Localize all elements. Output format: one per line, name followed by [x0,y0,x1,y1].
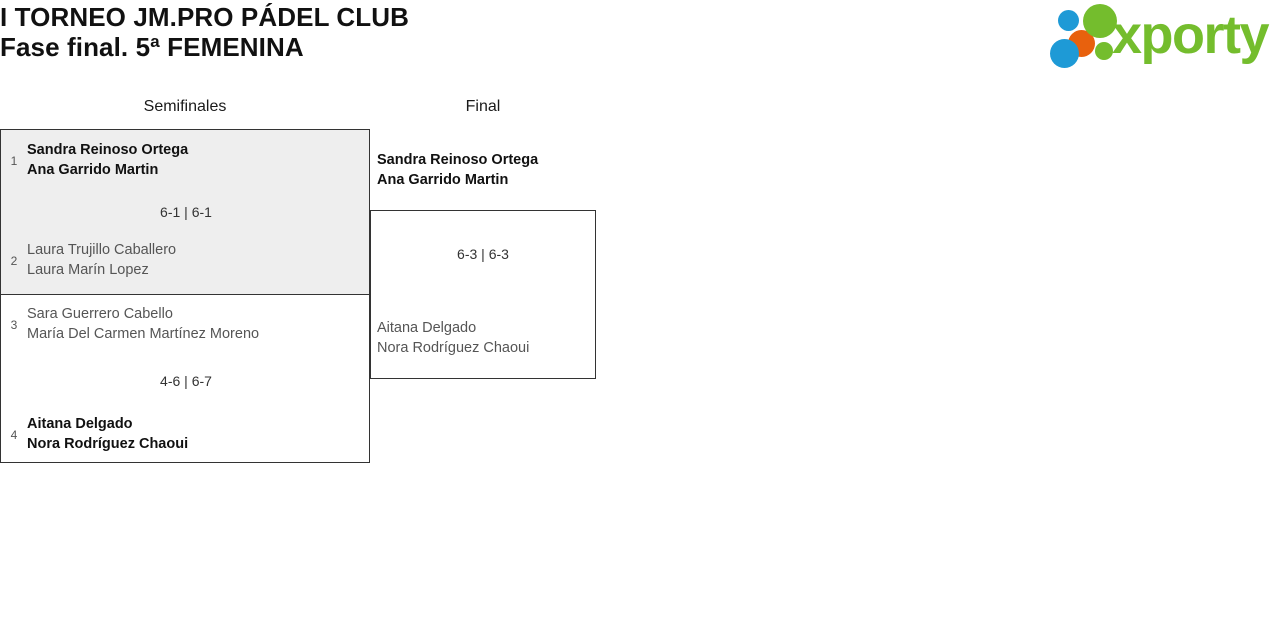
team-names: Sara Guerrero Cabello María Del Carmen M… [27,305,259,344]
logo-dots-icon [1048,4,1120,68]
team-names: Laura Trujillo Caballero Laura Marín Lop… [27,241,176,280]
match-score: 6-3 | 6-3 [457,246,509,262]
logo-dot-green-large-icon [1083,4,1117,38]
player-name: Ana Garrido Martin [27,161,159,178]
tournament-title: I TORNEO JM.PRO PÁDEL CLUB Fase final. 5… [0,2,409,62]
final-team-winner[interactable]: Sandra Reinoso Ortega Ana Garrido Martin [377,151,592,190]
match-semifinal-2[interactable]: 3 Sara Guerrero Cabello María Del Carmen… [0,294,370,463]
player-name: Sandra Reinoso Ortega [27,142,189,158]
player-name: Sandra Reinoso Ortega [377,152,539,168]
page-header: I TORNEO JM.PRO PÁDEL CLUB Fase final. 5… [0,0,1280,80]
tournament-phase: Fase final. 5ª FEMENINA [0,32,304,63]
match-score: 4-6 | 6-7 [160,373,212,389]
logo-dot-blue-small-icon [1058,10,1079,31]
team-seed: 4 [10,427,18,442]
player-name: Aitana Delgado [27,416,133,432]
player-name: Nora Rodríguez Chaoui [27,435,189,452]
round-header-semifinals: Semifinales [143,98,227,115]
logo-dot-green-small-icon [1095,42,1113,60]
tournament-name: I TORNEO JM.PRO PÁDEL CLUB [0,2,410,32]
player-name: Ana Garrido Martin [377,171,509,188]
player-name: Laura Marín Lopez [27,261,149,278]
team-seed: 3 [10,317,18,332]
match-team-row[interactable]: 1 Sandra Reinoso Ortega Ana Garrido Mart… [1,141,369,180]
match-semifinal-1[interactable]: 1 Sandra Reinoso Ortega Ana Garrido Mart… [0,129,370,294]
match-team-row[interactable]: 2 Laura Trujillo Caballero Laura Marín L… [1,241,369,280]
match-team-row[interactable]: 4 Aitana Delgado Nora Rodríguez Chaoui [1,415,369,454]
player-name: Aitana Delgado [377,320,477,336]
match-team-row[interactable]: 3 Sara Guerrero Cabello María Del Carmen… [1,305,369,344]
match-score: 6-1 | 6-1 [160,204,212,220]
logo-wordmark: xporty [1112,5,1270,65]
player-name: Laura Trujillo Caballero [27,242,177,258]
team-names: Sandra Reinoso Ortega Ana Garrido Martin [27,141,188,180]
player-name: Nora Rodríguez Chaoui [377,339,530,356]
player-name: María Del Carmen Martínez Moreno [27,325,260,342]
team-seed: 2 [10,253,18,268]
final-team-loser[interactable]: Aitana Delgado Nora Rodríguez Chaoui [377,319,592,358]
team-names: Aitana Delgado Nora Rodríguez Chaoui [27,415,188,454]
xporty-logo[interactable]: xporty [1048,4,1276,68]
round-header-final: Final [465,98,501,115]
match-final[interactable] [370,210,596,379]
player-name: Sara Guerrero Cabello [27,306,173,322]
team-seed: 1 [10,153,18,168]
logo-dot-blue-large-icon [1050,39,1079,68]
